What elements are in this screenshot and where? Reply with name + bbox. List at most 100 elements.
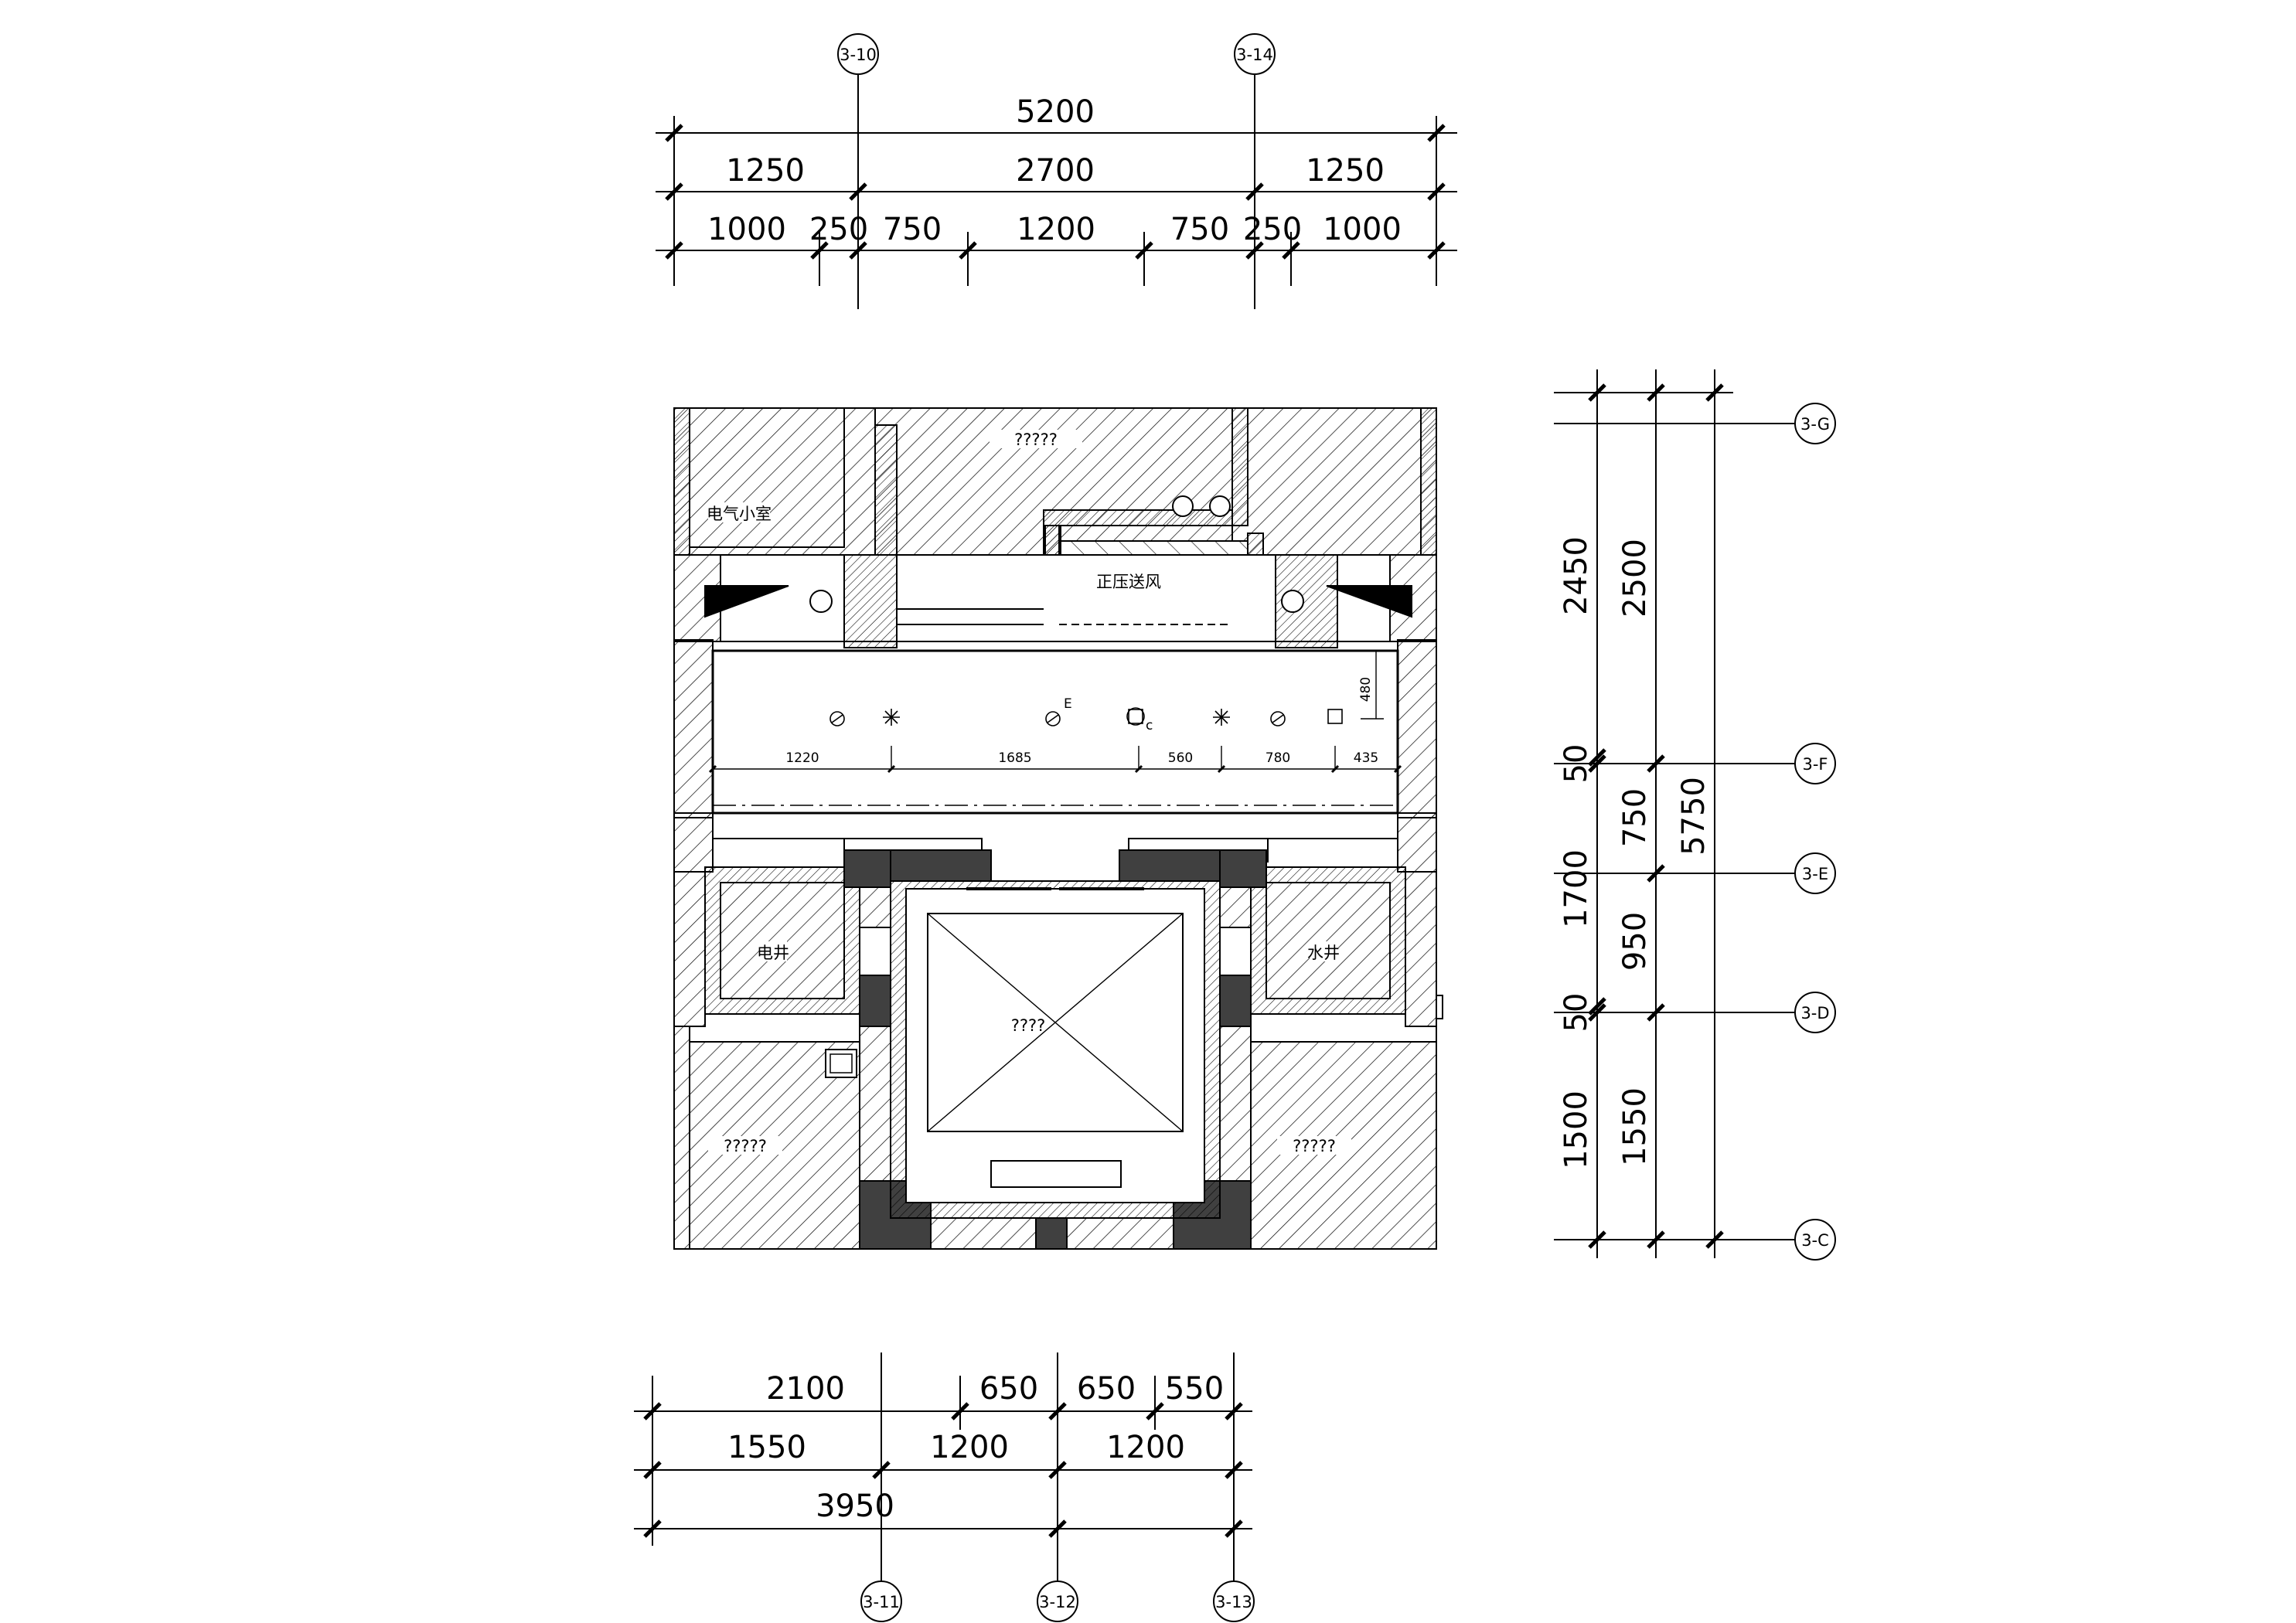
dim-top-r3-5: 750 (1170, 212, 1229, 247)
corridor-dim-2: 1685 (998, 750, 1031, 766)
top-axis-bubbles: 3-10 3-14 (837, 33, 1276, 75)
room-label-electrical-room: 电气小室 (707, 505, 772, 523)
axis-label-3-C: 3-C (1801, 1231, 1829, 1250)
dim-right-c1-5: 1500 (1558, 1091, 1594, 1169)
dim-bottom-r1-3: 650 (1077, 1371, 1136, 1407)
dim-right-c2-4: 1550 (1617, 1087, 1653, 1166)
corridor-dim-5: 435 (1354, 750, 1378, 766)
wall-wedge-left (704, 585, 789, 618)
symbol-e-label: E (1064, 696, 1072, 712)
room-label-electrical-shaft: 电井 (757, 944, 789, 962)
pipe-circle-3 (809, 590, 833, 613)
bottom-dimension-chain (634, 1352, 1252, 1592)
axis-bubble-3-D (1794, 992, 1836, 1033)
right-axis-bubbles: 3-G 3-F 3-E 3-D 3-C (1794, 403, 1836, 1261)
bottom-dimension-text: 2100 650 650 550 1550 1200 1200 3950 (727, 1371, 1224, 1524)
axis-label-3-13: 3-13 (1215, 1593, 1252, 1611)
corridor-dim-1: 1220 (785, 750, 819, 766)
top-dimension-chain (656, 70, 1457, 309)
axis-bubble-3-13 (1213, 1580, 1255, 1622)
corridor-dim-vertical: 480 (1358, 677, 1374, 702)
dim-top-r3-4: 1200 (1017, 212, 1095, 247)
corridor-dim-4: 780 (1266, 750, 1290, 766)
corridor-dim-3: 560 (1168, 750, 1193, 766)
dim-top-r3-3: 750 (883, 212, 942, 247)
elevator-wall-right-mid (1219, 975, 1252, 1027)
dim-top-r2-2: 2700 (1016, 153, 1095, 189)
axis-bubble-3-C (1794, 1219, 1836, 1261)
dim-top-r3-2: 250 (809, 212, 868, 247)
dim-bottom-r2-3: 1200 (1106, 1430, 1185, 1465)
bottom-axis-bubbles: 3-11 3-12 3-13 (860, 1580, 1255, 1622)
axis-label-3-D: 3-D (1800, 1004, 1829, 1022)
room-label-top-center: ????? (1014, 430, 1058, 449)
room-labels: ????? 电气小室 正压送风 电井 水井 ???? ????? ????? (707, 430, 1351, 1155)
pipe-circle-2 (1209, 495, 1231, 517)
axis-bubble-3-E (1794, 852, 1836, 894)
smoke-detector-icon-2 (1270, 711, 1286, 726)
room-label-elevator: ???? (1011, 1016, 1046, 1035)
dim-right-c1-1: 2450 (1558, 536, 1594, 615)
elevator-wall-left-mid (859, 975, 891, 1027)
pipe-circle-4 (1281, 590, 1304, 613)
dim-right-c1-2: 50 (1558, 744, 1594, 784)
plan (673, 407, 1443, 1250)
right-dimension-chain (1554, 369, 1795, 1258)
axis-label-3-F: 3-F (1802, 755, 1828, 774)
dim-bottom-r1-4: 550 (1165, 1371, 1224, 1407)
dim-top-r3-1: 1000 (707, 212, 786, 247)
elevator-wall-center-bottom (1035, 1217, 1068, 1250)
room-label-pressurized-air: 正压送风 (1096, 573, 1161, 591)
dim-top-r2-1: 1250 (726, 153, 805, 189)
axis-label-3-12: 3-12 (1039, 1593, 1076, 1611)
axis-label-3-E: 3-E (1802, 865, 1828, 883)
dim-overall-top: 5200 (1016, 94, 1095, 130)
axis-label-3-11: 3-11 (863, 1593, 900, 1611)
smoke-detector-icon (829, 711, 845, 726)
axis-label-3-10: 3-10 (840, 46, 877, 64)
smoke-detector-e-icon (1045, 711, 1061, 726)
room-label-bottom-left: ????? (724, 1137, 767, 1155)
dim-right-c2-3: 950 (1617, 912, 1653, 971)
light-star-icon-2 (1213, 709, 1230, 726)
elevator-wall-left-top (843, 849, 891, 888)
dim-right-c2-2: 750 (1617, 788, 1653, 847)
dim-top-r2-3: 1250 (1306, 153, 1385, 189)
room-label-bottom-right: ????? (1293, 1137, 1336, 1155)
dim-right-overall: 5750 (1676, 777, 1712, 856)
axis-label-3-G: 3-G (1800, 415, 1830, 434)
axis-label-3-14: 3-14 (1236, 46, 1273, 64)
speaker-icon (1128, 709, 1143, 724)
dim-bottom-overall: 3950 (816, 1489, 894, 1524)
axis-bubble-3-G (1794, 403, 1836, 444)
room-label-water-shaft: 水井 (1307, 944, 1340, 962)
corridor-fixtures (829, 707, 1343, 726)
axis-bubble-3-12 (1037, 1580, 1078, 1622)
dim-bottom-r1-2: 650 (979, 1371, 1038, 1407)
wall-wedge-right (1326, 585, 1412, 618)
dim-right-c1-3: 1700 (1558, 849, 1594, 928)
dim-right-c2-1: 2500 (1617, 539, 1653, 618)
axis-bubble-3-11 (860, 1580, 902, 1622)
symbol-c-label: c (1146, 718, 1153, 733)
top-right-wall-zone (1231, 407, 1437, 556)
dim-bottom-r2-2: 1200 (930, 1430, 1009, 1465)
switch-icon (1327, 709, 1343, 724)
dim-top-r3-7: 1000 (1323, 212, 1402, 247)
light-star-icon (883, 709, 900, 726)
elevator-panel (990, 1160, 1122, 1188)
axis-bubble-3-10 (837, 33, 879, 75)
top-dimension-text: 5200 1250 2700 1250 1000 250 750 1200 75… (707, 94, 1402, 247)
axis-bubble-3-14 (1234, 33, 1276, 75)
corridor-dimension-text: 1220 1685 560 780 435 480 E c (785, 677, 1378, 766)
right-dimension-text: 2450 50 1700 50 1500 2500 750 950 1550 5… (1558, 536, 1712, 1169)
elevator-wall-right-top (1219, 849, 1267, 888)
dim-right-c1-4: 50 (1558, 993, 1594, 1033)
dim-bottom-r2-1: 1550 (727, 1430, 806, 1465)
pipe-circle-1 (1172, 495, 1194, 517)
dim-bottom-r1-1: 2100 (766, 1371, 845, 1407)
dim-top-r3-6: 250 (1243, 212, 1302, 247)
corridor (711, 649, 1399, 815)
axis-bubble-3-F (1794, 743, 1836, 784)
